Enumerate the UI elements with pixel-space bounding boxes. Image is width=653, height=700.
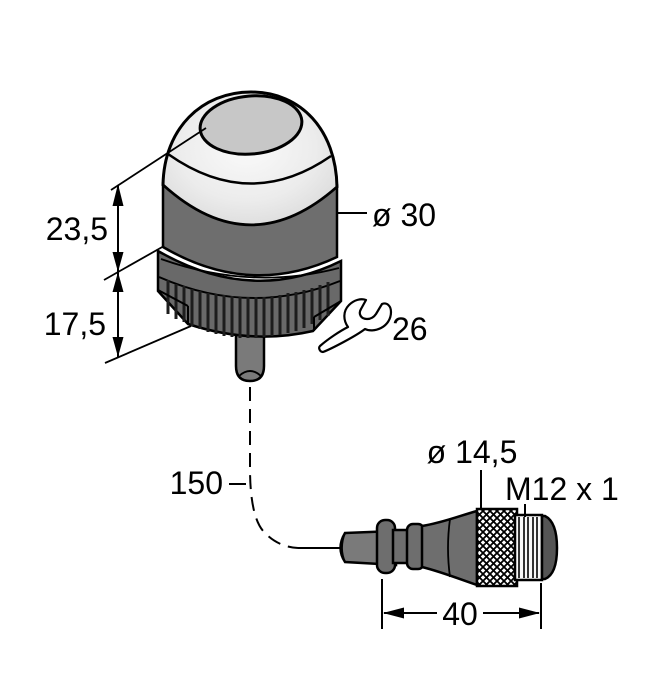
dim-connector-length: 40 <box>381 579 542 632</box>
label-body-height: 17,5 <box>44 306 106 342</box>
mounting-nut <box>156 248 343 338</box>
thread-section <box>513 513 544 582</box>
m12-connector <box>339 507 559 588</box>
lens-top <box>198 94 304 156</box>
connector-tip <box>540 514 559 581</box>
label-connector-length: 40 <box>442 596 478 632</box>
dim-wrench-size: 26 <box>318 298 428 354</box>
dim-heights: 23,5 17,5 <box>44 127 207 364</box>
cable-stub <box>234 328 266 383</box>
knurled-coupling-ring <box>475 507 519 588</box>
label-lens-height: 23,5 <box>46 211 108 247</box>
hex-facets <box>157 289 342 331</box>
label-cable-length: 150 <box>170 465 223 501</box>
dome-shoulder-line <box>167 152 332 185</box>
dim-connector-diameter: ø 14,5 <box>427 434 518 510</box>
dim-thread-spec: M12 x 1 <box>505 471 619 517</box>
label-thread-spec: M12 x 1 <box>505 471 619 507</box>
dim-head-diameter: ø 30 <box>338 197 436 233</box>
wrench-icon <box>318 298 393 354</box>
dim-arrowheads <box>112 184 124 357</box>
label-wrench-size: 26 <box>392 311 428 347</box>
beacon-head <box>156 90 343 383</box>
label-head-diameter: ø 30 <box>372 197 436 233</box>
cable-run <box>229 387 340 549</box>
label-connector-diameter: ø 14,5 <box>427 434 518 470</box>
connector-body-cone <box>420 509 479 587</box>
body-band <box>161 182 339 277</box>
strain-relief <box>375 518 426 575</box>
